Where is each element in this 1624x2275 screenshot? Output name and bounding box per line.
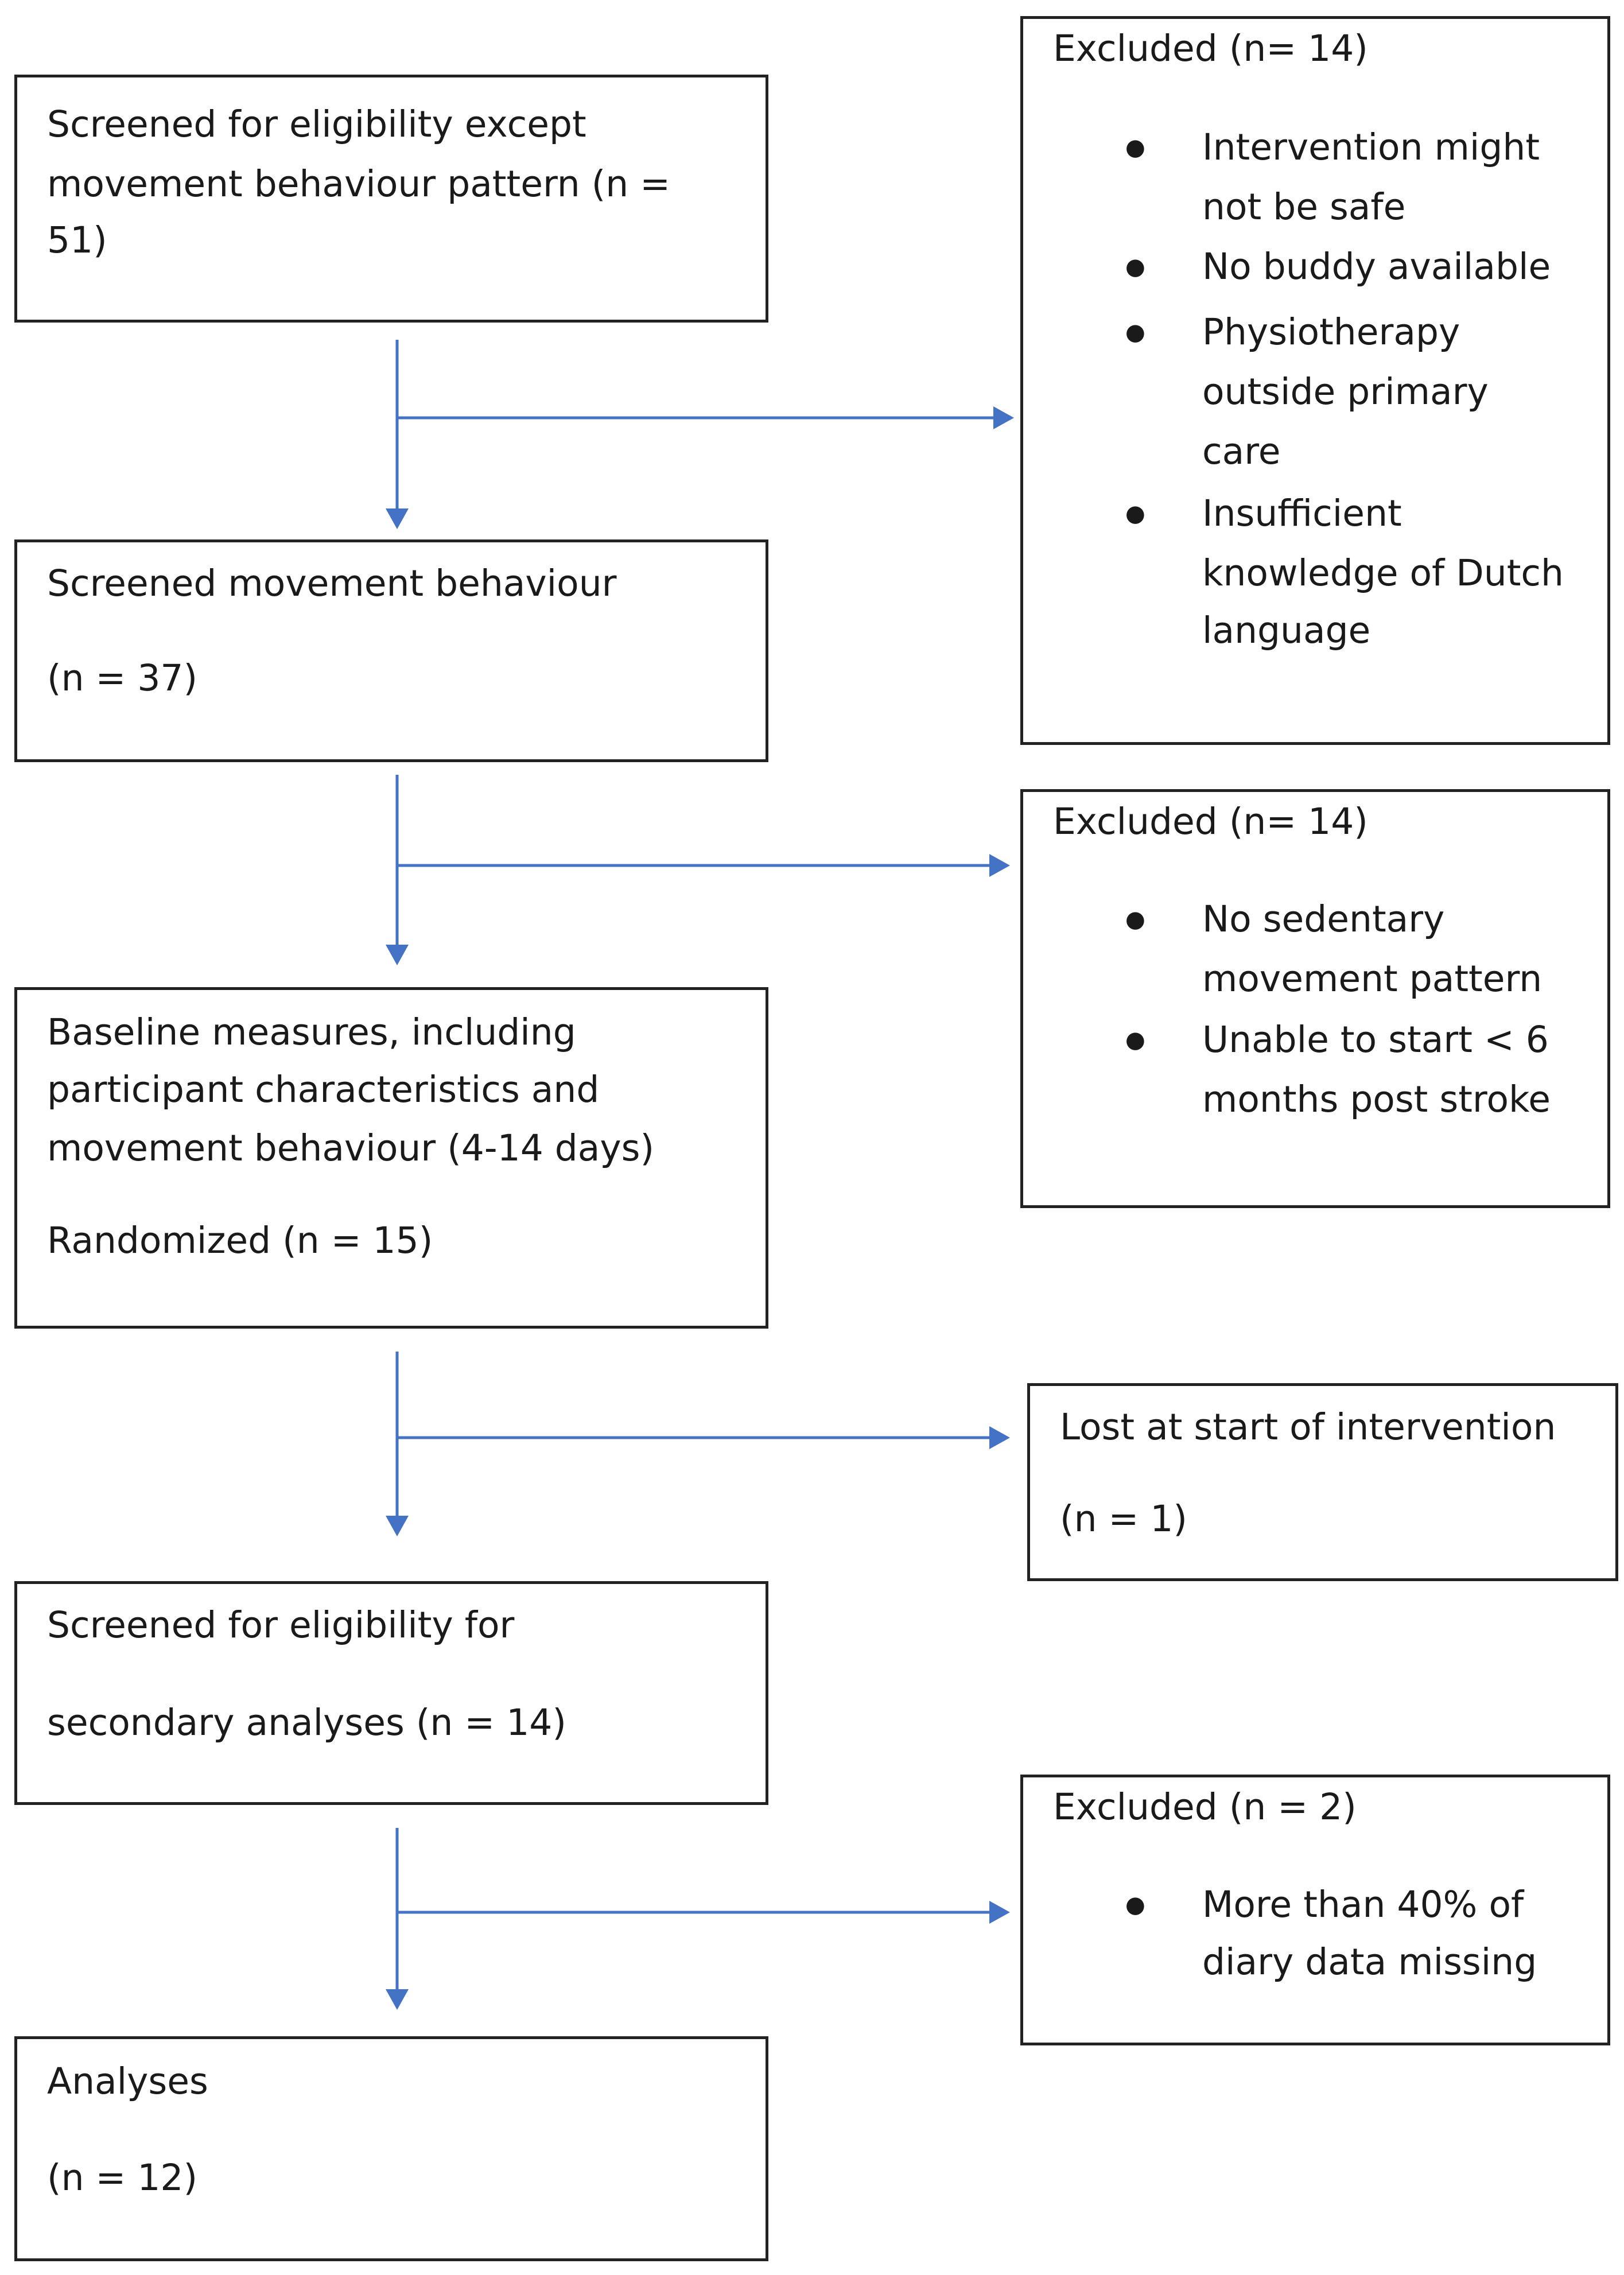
ex3-line-1: Lost at start of intervention — [1060, 1406, 1556, 1448]
box3-line-2: participant characteristics and — [47, 1069, 600, 1111]
ex1-item1-line1: Intervention might — [1202, 126, 1540, 168]
ex2-item1-line2: movement pattern — [1202, 958, 1543, 1000]
ex2-item1-line1: No sedentary — [1202, 898, 1445, 940]
box5-line-2: (n = 12) — [47, 2157, 198, 2199]
ex1-item4-line1: Insufficient — [1202, 492, 1402, 534]
box4-line-2: secondary analyses (n = 14) — [47, 1702, 566, 1744]
bullet-icon: ● — [1125, 319, 1145, 345]
ex1-item4-line3: language — [1202, 609, 1371, 651]
bullet-icon: ● — [1125, 1027, 1145, 1053]
ex2-item2-line1: Unable to start < 6 — [1202, 1019, 1549, 1061]
ex4-item1-line1: More than 40% of — [1202, 1884, 1524, 1925]
bullet-icon: ● — [1125, 254, 1145, 280]
arrowhead-down-2 — [386, 945, 409, 965]
arrowhead-right-3 — [989, 1426, 1010, 1449]
bullet-icon: ● — [1125, 906, 1145, 933]
ex1-title: Excluded (n= 14) — [1053, 28, 1368, 69]
ex2-title: Excluded (n= 14) — [1053, 801, 1368, 843]
box5-line-1: Analyses — [47, 2060, 208, 2102]
box-excluded-2: Excluded (n= 14) ● No sedentary movement… — [1020, 789, 1610, 1208]
ex3-line-2: (n = 1) — [1060, 1498, 1188, 1540]
arrowhead-right-4 — [989, 1901, 1010, 1924]
box-analyses: Analyses (n = 12) — [14, 2036, 768, 2261]
box3-line-1: Baseline measures, including — [47, 1011, 576, 1053]
ex1-item3-line1: Physiotherapy — [1202, 311, 1460, 353]
box3-line-4: Randomized (n = 15) — [47, 1220, 433, 1261]
box-secondary-analyses: Screened for eligibility for secondary a… — [14, 1581, 768, 1805]
box1-line-2: movement behaviour pattern (n = — [47, 163, 671, 205]
ex1-item4-line2: knowledge of Dutch — [1202, 552, 1564, 594]
bullet-icon: ● — [1125, 134, 1145, 161]
bullet-icon: ● — [1125, 1892, 1145, 1918]
arrowhead-down-3 — [386, 1516, 409, 1536]
box-baseline-randomized: Baseline measures, including participant… — [14, 987, 768, 1329]
ex1-item1-line2: not be safe — [1202, 186, 1406, 228]
box-lost-at-start: Lost at start of intervention (n = 1) — [1027, 1383, 1618, 1581]
box2-line-2: (n = 37) — [47, 657, 198, 699]
box2-line-1: Screened movement behaviour — [47, 562, 617, 604]
ex4-item1-line2: diary data missing — [1202, 1941, 1537, 1983]
box1-line-1: Screened for eligibility except — [47, 103, 586, 145]
bullet-icon: ● — [1125, 500, 1145, 527]
arrowhead-right-2 — [989, 854, 1010, 877]
box-excluded-1: Excluded (n= 14) ● Intervention might no… — [1020, 16, 1610, 745]
arrowhead-right-1 — [993, 406, 1014, 429]
box4-line-1: Screened for eligibility for — [47, 1604, 515, 1646]
box-excluded-3: Excluded (n = 2) ● More than 40% of diar… — [1020, 1775, 1610, 2045]
ex4-title: Excluded (n = 2) — [1053, 1786, 1357, 1828]
box1-line-3: 51) — [47, 219, 107, 261]
ex1-item2-line1: No buddy available — [1202, 246, 1551, 288]
arrowhead-down-4 — [386, 1989, 409, 2010]
ex1-item3-line3: care — [1202, 430, 1281, 472]
box3-line-3: movement behaviour (4-14 days) — [47, 1127, 655, 1169]
ex2-item2-line2: months post stroke — [1202, 1078, 1551, 1120]
ex1-item3-line2: outside primary — [1202, 371, 1489, 413]
arrowhead-down-1 — [386, 508, 409, 529]
box-screened-movement: Screened movement behaviour (n = 37) — [14, 539, 768, 762]
box-screened-eligibility: Screened for eligibility except movement… — [14, 75, 768, 323]
